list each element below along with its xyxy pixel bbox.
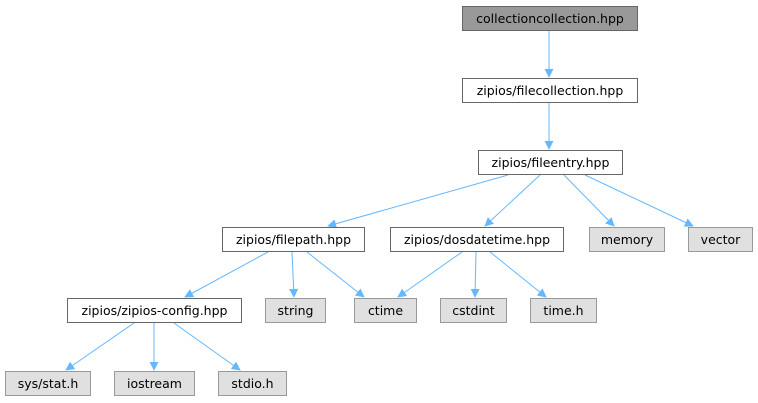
edge-filepath-to-ctime — [306, 251, 365, 298]
node-box-string — [265, 298, 326, 323]
edge-zipiosconfig-to-sysstat — [65, 322, 135, 371]
node-box-iostream — [114, 371, 195, 396]
node-label-string: string — [278, 303, 314, 318]
node-label-ctime: ctime — [368, 303, 403, 318]
node-box-sysstat — [5, 371, 91, 396]
node-label-collectioncollection: collectioncollection.hpp — [476, 11, 624, 26]
node-box-ctime — [354, 298, 417, 323]
node-filepath[interactable]: zipios/filepath.hpp — [222, 227, 365, 252]
edge-filepath-to-zipiosconfig — [184, 251, 269, 298]
edge-dosdatetime-to-cstdint — [470, 251, 480, 298]
node-box-stdioh — [218, 371, 287, 396]
edge-fileentry-to-vector — [584, 174, 694, 227]
nodes-layer: collectioncollection.hpp zipios/filecolle… — [5, 6, 753, 396]
node-label-fileentry: zipios/fileentry.hpp — [492, 155, 610, 170]
edge-dosdatetime-to-timeh — [489, 251, 547, 298]
node-box-filecollection — [462, 78, 638, 103]
edge-zipiosconfig-to-stdioh — [173, 322, 241, 371]
node-label-dosdatetime: zipios/dosdatetime.hpp — [404, 232, 550, 247]
node-box-zipiosconfig — [67, 298, 242, 323]
node-label-iostream: iostream — [127, 376, 182, 391]
edge-fileentry-to-filepath — [327, 174, 509, 229]
node-box-timeh — [530, 298, 597, 323]
node-label-vector: vector — [701, 232, 742, 247]
edge-dosdatetime-to-ctime — [397, 251, 463, 298]
node-timeh: time.h — [530, 298, 597, 323]
node-filecollection[interactable]: zipios/filecollection.hpp — [462, 78, 638, 103]
node-cstdint: cstdint — [440, 298, 507, 323]
node-box-cstdint — [440, 298, 507, 323]
node-memory: memory — [589, 227, 665, 252]
node-string: string — [265, 298, 326, 323]
node-fileentry[interactable]: zipios/fileentry.hpp — [478, 150, 623, 175]
node-label-stdioh: stdio.h — [231, 376, 273, 391]
edge-filepath-to-string — [289, 251, 299, 298]
node-label-filepath: zipios/filepath.hpp — [236, 232, 351, 247]
node-label-sysstat: sys/stat.h — [18, 376, 79, 391]
node-ctime: ctime — [354, 298, 417, 323]
node-box-collectioncollection — [462, 6, 638, 31]
node-box-dosdatetime — [390, 227, 564, 252]
node-stdioh: stdio.h — [218, 371, 287, 396]
edges-layer — [65, 31, 694, 371]
node-box-filepath — [222, 227, 365, 252]
node-label-filecollection: zipios/filecollection.hpp — [477, 83, 624, 98]
node-zipiosconfig[interactable]: zipios/zipios-config.hpp — [67, 298, 242, 323]
node-vector: vector — [688, 227, 753, 252]
node-sysstat: sys/stat.h — [5, 371, 91, 396]
node-label-cstdint: cstdint — [452, 303, 495, 318]
node-box-vector — [688, 227, 753, 252]
node-label-memory: memory — [601, 232, 654, 247]
node-box-memory — [589, 227, 665, 252]
node-dosdatetime[interactable]: zipios/dosdatetime.hpp — [390, 227, 564, 252]
edge-fileentry-to-memory — [563, 174, 615, 227]
node-iostream: iostream — [114, 371, 195, 396]
node-label-timeh: time.h — [543, 303, 583, 318]
node-label-zipiosconfig: zipios/zipios-config.hpp — [82, 303, 228, 318]
node-collectioncollection[interactable]: collectioncollection.hpp — [462, 6, 638, 31]
node-box-fileentry — [478, 150, 623, 175]
edge-fileentry-to-dosdatetime — [484, 174, 541, 227]
